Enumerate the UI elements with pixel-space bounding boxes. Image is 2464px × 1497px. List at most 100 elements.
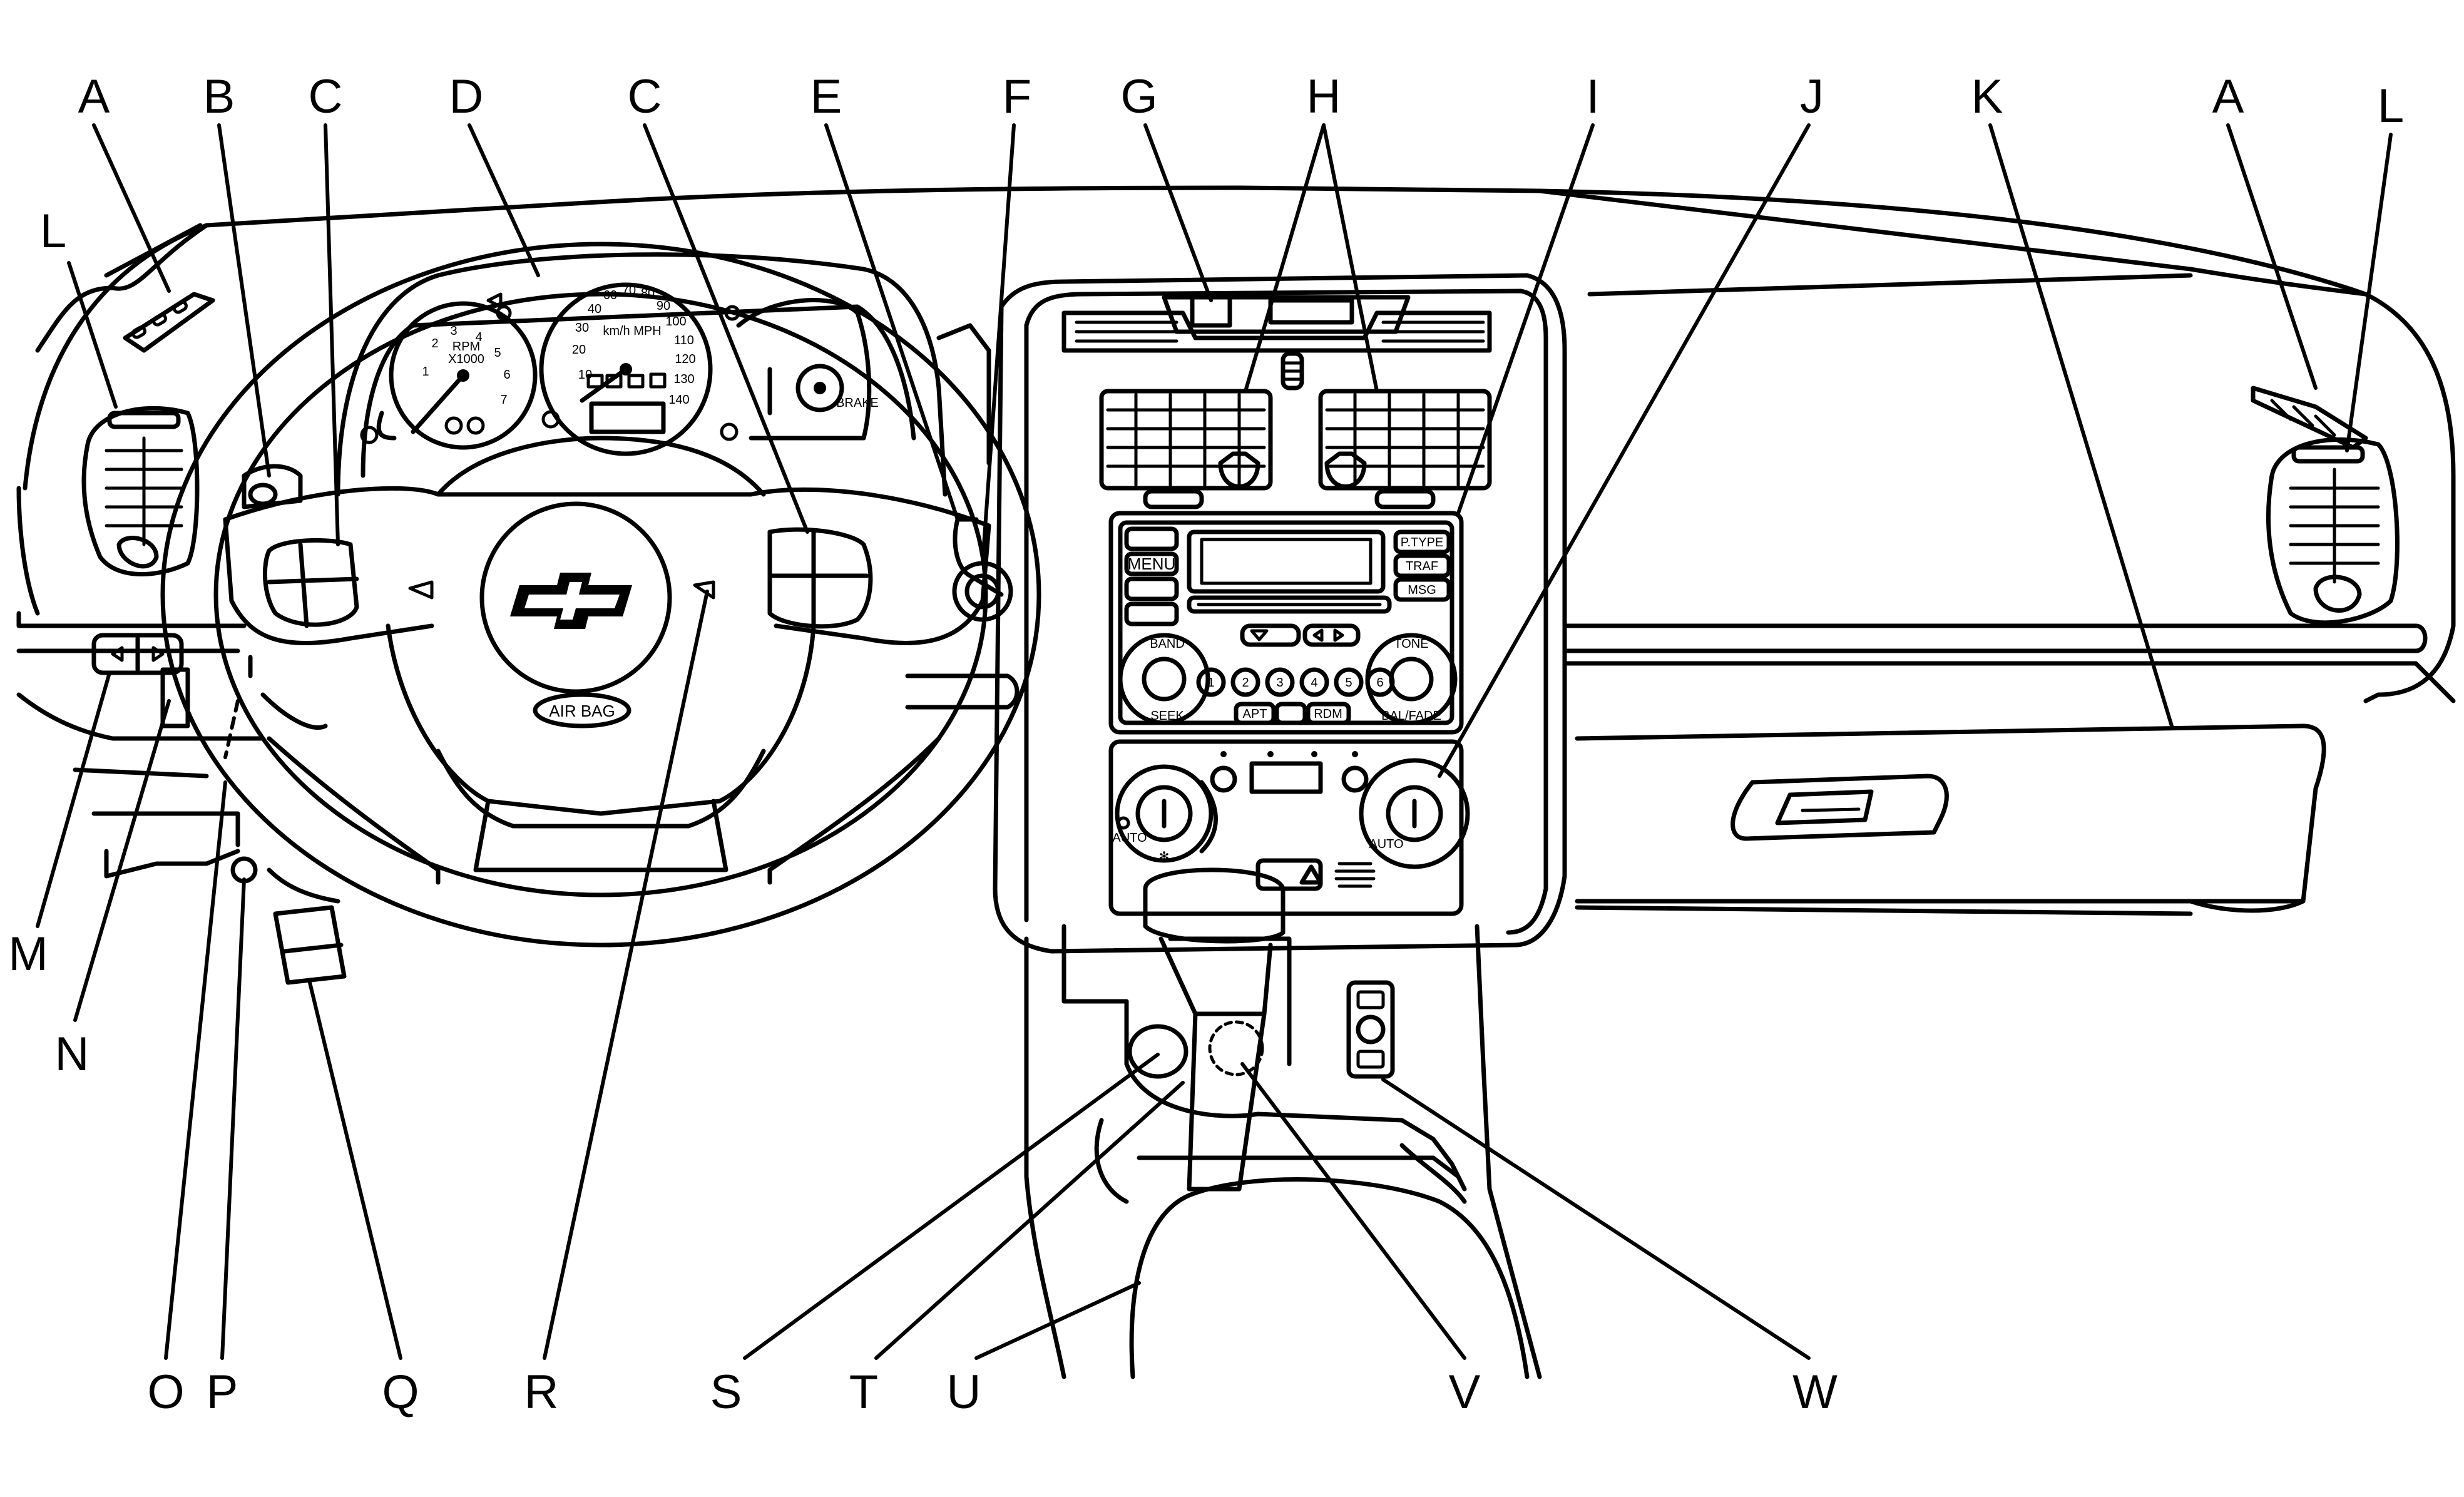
speed-90: 90	[657, 299, 670, 313]
speed-40: 40	[588, 302, 601, 316]
msg-button[interactable]	[1393, 577, 1451, 602]
preset-2[interactable]	[1230, 667, 1260, 697]
center-vent-left[interactable]	[1099, 389, 1273, 491]
callout-t: T	[849, 1366, 878, 1419]
climate-display-button[interactable]	[1249, 761, 1323, 794]
radio-menu-button[interactable]	[1124, 551, 1179, 576]
center-console	[1024, 924, 1542, 1379]
tach-6: 6	[503, 368, 510, 382]
preset-1-label: 1	[1207, 676, 1214, 690]
speed-120: 120	[675, 352, 695, 366]
radio-middle-button[interactable]	[1274, 702, 1307, 725]
left-spoke-controls[interactable]	[263, 538, 359, 628]
security-icon	[541, 410, 560, 429]
callout-k: K	[1971, 70, 2003, 123]
console-switch-panel[interactable]	[1346, 980, 1395, 1079]
trunk-release-button[interactable]	[160, 667, 190, 728]
preset-3[interactable]	[1265, 667, 1295, 697]
glovebox-handle[interactable]	[1730, 774, 1949, 841]
preset-6[interactable]	[1365, 667, 1395, 697]
rpm-label: RPM	[452, 340, 480, 354]
seek-button[interactable]	[1240, 623, 1301, 647]
fan-icon: ✻	[1159, 850, 1170, 864]
dash-trim-left-lower	[905, 673, 1020, 710]
power-volume-knob[interactable]	[1118, 633, 1210, 725]
callout-e: E	[810, 70, 842, 123]
radio-knobs[interactable]: BAND SEEK TONE BAL/FADE	[1118, 633, 1458, 725]
turn-left-indicator-icon	[486, 292, 503, 309]
callout-a-right: A	[2212, 70, 2244, 123]
ptype-label: P.TYPE	[1401, 536, 1444, 549]
radio-right-buttons[interactable]: P.TYPE TRAF MSG	[1393, 529, 1451, 602]
msg-label: MSG	[1408, 583, 1436, 597]
left-outboard-vent[interactable]	[81, 406, 200, 576]
parking-brake-release[interactable]	[267, 867, 347, 985]
speed-units-label: km/h MPH	[603, 324, 661, 338]
airbag-label: AIR BAG	[549, 702, 615, 720]
right-outboard-vent[interactable]	[2266, 437, 2400, 625]
headlamp-switch[interactable]	[242, 464, 303, 509]
driver-seat	[1129, 1177, 1530, 1379]
tone-label: TONE	[1394, 637, 1428, 651]
tach-3: 3	[450, 324, 457, 338]
tachometer: 1 2 3 4 5 6 7 RPM X1000	[376, 301, 538, 450]
airbag-hub[interactable]	[479, 501, 672, 694]
radio-unit	[1108, 511, 1464, 735]
rear-defrost-button[interactable]	[1341, 765, 1369, 793]
tilt-lever[interactable]	[260, 692, 328, 730]
instrument-panel-dimmer-buttons[interactable]	[91, 633, 184, 675]
tach-1: 1	[422, 365, 429, 379]
dashboard-body	[16, 185, 2456, 879]
cluster-indicator-icons	[360, 292, 740, 444]
ptype-button[interactable]	[1393, 529, 1451, 554]
callout-c-left: C	[309, 70, 343, 123]
radio-button-4[interactable]	[1124, 601, 1179, 626]
center-vent-right[interactable]	[1318, 389, 1492, 491]
traf-button[interactable]	[1393, 553, 1451, 578]
steering-wheel[interactable]	[160, 242, 1041, 948]
hazard-button[interactable]	[1255, 858, 1323, 891]
callout-labels: A B C D C E F G H I J K A L L M N O P Q …	[8, 70, 2404, 1419]
radio-button-1[interactable]	[1124, 526, 1179, 551]
preset-6-label: 6	[1376, 676, 1383, 690]
tilt-wheel-dashed-leader	[223, 699, 240, 759]
speaker-grille	[1334, 862, 1376, 888]
right-spoke-controls[interactable]	[767, 527, 873, 629]
radio-preset-buttons[interactable]: 1 2 3 4 5 6	[1196, 667, 1395, 697]
preset-4[interactable]	[1299, 667, 1329, 697]
airbag-badge: AIR BAG	[533, 692, 631, 728]
console-button-v[interactable]	[1208, 1020, 1264, 1076]
speed-130: 130	[673, 372, 694, 386]
callout-r: R	[524, 1366, 559, 1419]
callout-f: F	[1003, 70, 1031, 123]
fast-forward-rewind-button[interactable]	[1302, 623, 1361, 647]
climate-buttons[interactable]	[1210, 751, 1369, 794]
mode-knob[interactable]: AUTO	[1359, 758, 1470, 869]
tach-5: 5	[494, 346, 501, 360]
callout-v: V	[1449, 1366, 1481, 1419]
radio-bottom-buttons[interactable]: APT RDM	[1234, 702, 1351, 725]
speed-100: 100	[665, 315, 686, 329]
radio-seek-buttons[interactable]	[1240, 623, 1361, 647]
apt-button[interactable]	[1234, 702, 1276, 725]
radio-button-3[interactable]	[1124, 576, 1179, 601]
climate-control-panel	[1108, 739, 1464, 916]
fuel-temp-gauge: BRAKE	[736, 298, 879, 441]
callout-s: S	[710, 1366, 742, 1419]
preset-1[interactable]	[1196, 667, 1226, 697]
preset-4-label: 4	[1311, 676, 1317, 690]
rdm-button[interactable]	[1306, 702, 1351, 725]
headlamp-icon	[496, 305, 512, 321]
horn-icon-right	[693, 580, 715, 600]
callout-l-left: L	[40, 205, 66, 258]
callout-m: M	[8, 927, 48, 981]
radio-menu-label: MENU	[1128, 554, 1176, 573]
center-vent-thumbwheel[interactable]	[1281, 351, 1304, 391]
console-button-s[interactable]	[1127, 1024, 1189, 1079]
ac-button[interactable]	[1210, 765, 1237, 793]
preset-5[interactable]	[1334, 667, 1364, 697]
vent-thumbwheels-lower[interactable]	[1143, 489, 1436, 509]
fan-knob[interactable]: AUTO ✻	[1112, 764, 1218, 864]
radio-left-buttons[interactable]: MENU	[1124, 526, 1179, 626]
